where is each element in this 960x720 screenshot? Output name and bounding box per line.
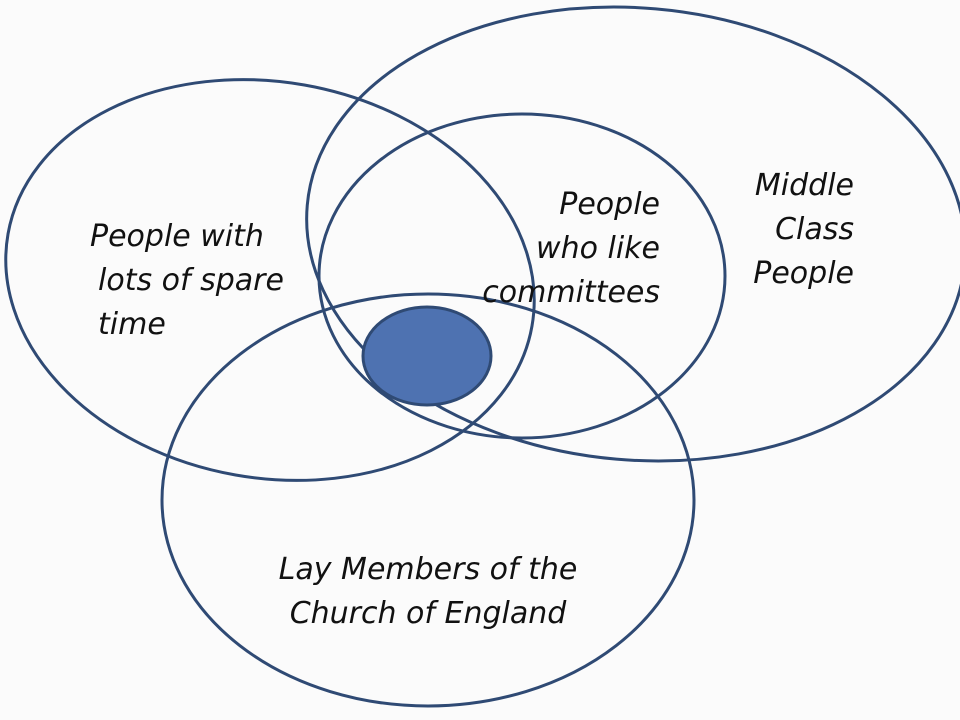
label-church: Lay Members of the Church of England <box>250 548 606 636</box>
label-spare-time-line-1: People with <box>90 219 264 254</box>
label-middle-class-line-1: Middle <box>754 168 854 203</box>
label-church-line-2: Church of England <box>289 596 567 631</box>
label-middle-class: Middle Class People <box>753 164 854 296</box>
label-middle-class-line-3: People <box>753 256 854 291</box>
label-spare-time: People with lots of spare time <box>90 215 284 347</box>
label-middle-class-line-2: Class <box>775 212 854 247</box>
label-committees: People who like committees <box>482 183 660 315</box>
circle-committees <box>317 112 727 440</box>
circle-church <box>160 292 696 708</box>
label-spare-time-line-2: lots of spare <box>98 263 284 298</box>
label-committees-line-3: committees <box>482 275 660 310</box>
label-spare-time-line-3: time <box>98 307 166 342</box>
intersection-highlight <box>361 305 493 407</box>
label-committees-line-2: who like <box>536 231 660 266</box>
label-church-line-1: Lay Members of the <box>278 552 578 587</box>
circle-spare-time <box>4 78 536 482</box>
label-committees-line-1: People <box>559 187 660 222</box>
circle-middle-class <box>305 5 960 463</box>
